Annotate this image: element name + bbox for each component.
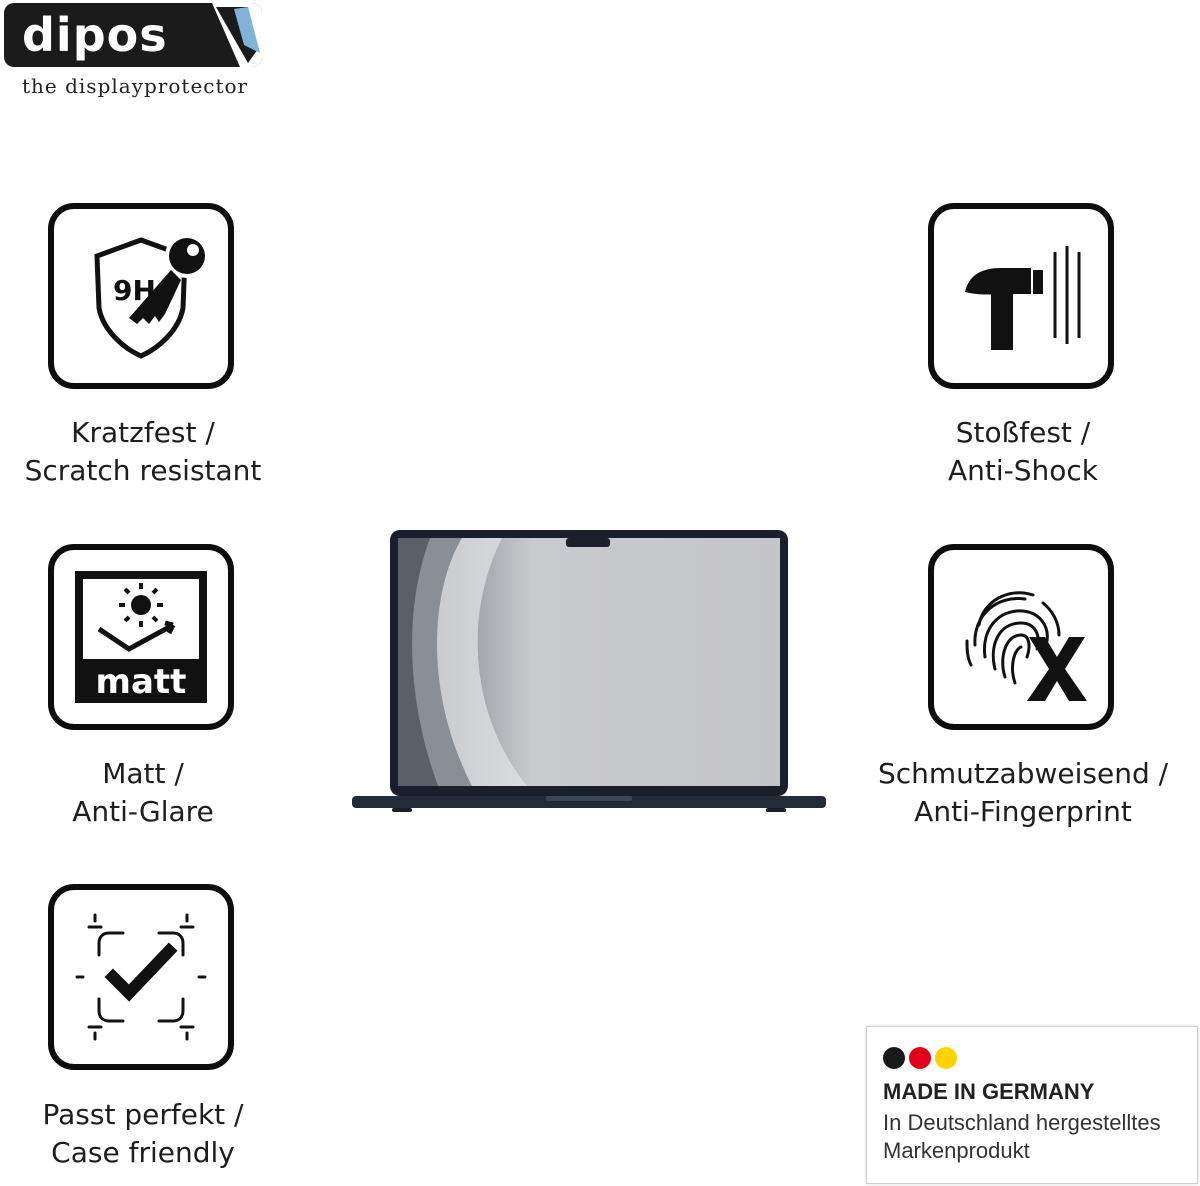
peel-corner-icon <box>212 3 262 67</box>
shock-feature-label: Stoßfest / Anti-Shock <box>873 414 1173 490</box>
case-label-line2: Case friendly <box>51 1136 235 1169</box>
laptop-image <box>352 528 826 818</box>
shield-key-9h-icon: 9H <box>94 234 209 359</box>
badge-line2: Markenprodukt <box>883 1138 1030 1163</box>
fingerprint-label-line1: Schmutzabweisend / <box>877 757 1169 790</box>
brand-logo-text: dipos <box>22 8 168 62</box>
shock-label-line1: Stoßfest / <box>955 416 1091 449</box>
fingerprint-x-icon <box>965 591 1087 701</box>
shock-label-line2: Anti-Shock <box>947 454 1099 487</box>
badge-subtitle: In Deutschland hergestelltes Markenprodu… <box>883 1109 1193 1165</box>
case-feature-box <box>48 884 234 1070</box>
badge-title: MADE IN GERMANY <box>883 1079 1095 1104</box>
hammer-icon <box>965 246 1081 350</box>
flag-dot-red <box>909 1047 931 1069</box>
flag-dot-black <box>883 1047 905 1069</box>
made-in-germany-badge: MADE IN GERMANY In Deutschland hergestel… <box>866 1026 1198 1184</box>
case-feature-label: Passt perfekt / Case friendly <box>0 1096 293 1172</box>
brand-tagline: the displayprotector <box>22 74 249 98</box>
matt-feature-box: matt <box>48 544 234 730</box>
scratch-feature-box: 9H <box>48 203 234 389</box>
scratch-feature-label: Kratzfest / Scratch resistant <box>0 414 293 490</box>
fingerprint-feature-label: Schmutzabweisend / Anti-Fingerprint <box>873 755 1173 831</box>
matt-icon-label: matt <box>96 662 187 702</box>
flag-dot-gold <box>935 1047 957 1069</box>
shock-feature-box <box>928 203 1114 389</box>
laptop-illustration <box>352 530 826 812</box>
matt-label-line1: Matt / <box>102 757 184 790</box>
case-label-line1: Passt perfekt / <box>42 1098 244 1131</box>
fingerprint-label-line2: Anti-Fingerprint <box>914 795 1132 828</box>
fingerprint-feature-box <box>928 544 1114 730</box>
matt-sun-icon: matt <box>75 571 207 703</box>
brand-logo: dipos <box>4 3 262 67</box>
scratch-label-line1: Kratzfest / <box>71 416 215 449</box>
germany-flag-dots <box>883 1047 957 1069</box>
scratch-label-line2: Scratch resistant <box>24 454 262 487</box>
matt-feature-label: Matt / Anti-Glare <box>0 755 293 831</box>
matt-label-line2: Anti-Glare <box>72 795 214 828</box>
checkmark-frame-icon <box>75 913 207 1041</box>
badge-line1: In Deutschland hergestelltes <box>883 1110 1161 1135</box>
